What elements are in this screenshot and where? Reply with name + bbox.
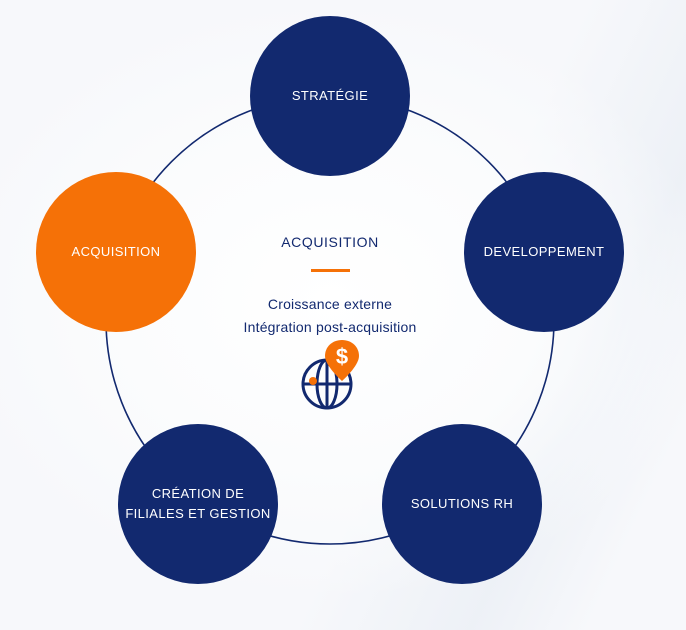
creation-filiales-label: CRÉATION DE FILIALES ET GESTION [125, 486, 271, 521]
developpement-label: DEVELOPPEMENT [483, 244, 605, 259]
developpement-node[interactable]: DEVELOPPEMENT [464, 172, 624, 332]
acquisition-node[interactable]: ACQUISITION [36, 172, 196, 332]
acquisition-label: ACQUISITION [71, 244, 161, 259]
solutions-rh-node[interactable]: SOLUTIONS RH [382, 424, 542, 584]
creation-filiales-node[interactable]: CRÉATION DE FILIALES ET GESTION [118, 424, 278, 584]
globe-dollar-pin-icon: $ [301, 340, 359, 410]
center-line-2: Intégration post-acquisition [243, 319, 417, 335]
title-underline [311, 269, 350, 272]
center-line-1: Croissance externe [267, 296, 393, 312]
svg-text:$: $ [336, 344, 348, 369]
strategie-node[interactable]: STRATÉGIE [250, 16, 410, 176]
solutions-rh-label: SOLUTIONS RH [410, 496, 514, 511]
strategie-label: STRATÉGIE [291, 88, 369, 103]
center-title: ACQUISITION [281, 234, 379, 250]
